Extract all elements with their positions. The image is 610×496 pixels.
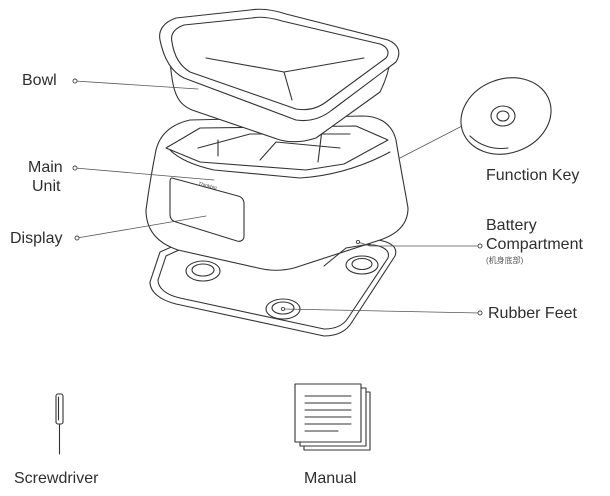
label-manual: Manual [304,470,357,487]
rubber-foot-left [185,260,221,282]
label-screwdriver: Screwdriver [14,470,99,487]
base-plate [149,235,397,337]
label-battery-note: (机身底部) [486,256,524,265]
label-main-unit-line2: Unit [32,178,61,195]
bowl [159,8,400,143]
label-battery-line1: Battery [486,217,537,234]
display-panel [169,177,245,242]
main-unit: Thinkbig [145,115,409,271]
label-bowl: Bowl [22,72,57,89]
label-main-unit-line1: Main [28,159,63,176]
screwdriver-icon [55,393,64,455]
label-battery-line2: Compartment [486,236,583,253]
brand-mark: Thinkbig [198,181,218,191]
label-display: Display [10,230,63,247]
manual-icon [294,383,371,451]
function-key-detail [460,77,552,155]
label-function-key: Function Key [486,167,580,184]
leader-lines [74,80,481,314]
rubber-foot-right [345,255,379,275]
leader-dots [72,78,483,316]
label-rubber-feet: Rubber Feet [488,305,577,322]
